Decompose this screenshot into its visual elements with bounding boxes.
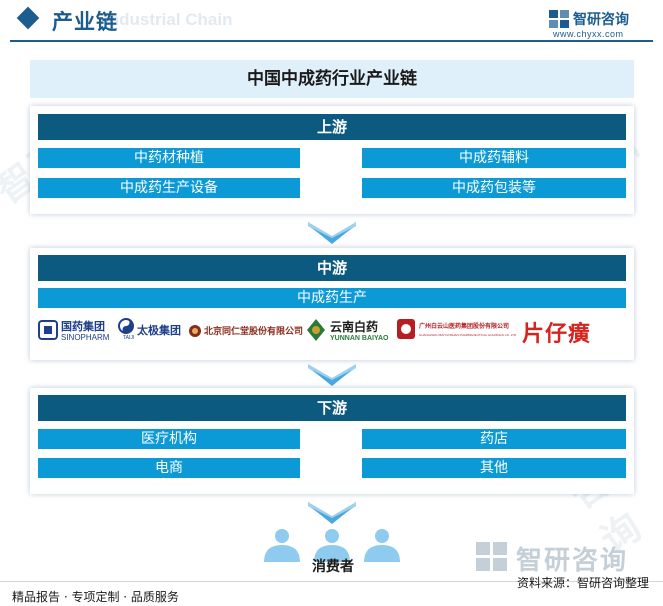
- yunnan-baiyao-mark-icon: [307, 319, 325, 341]
- header-ghost-text: Industrial Chain: [104, 10, 233, 29]
- page-header: Industrial Chain 产业链 智研咨询 www.chyxx.com: [0, 0, 663, 44]
- sinopharm-cn: 国药集团: [61, 320, 105, 333]
- yunnan-baiyao-logo: 云南白药 YUNNAN BAIYAO: [306, 318, 392, 350]
- upstream-item: 中成药包装等: [362, 178, 626, 198]
- company-logos: 国药集团 SINOPHARM TAIJI 太极集团 北京同仁堂股份有限公司: [38, 314, 626, 354]
- upstream-item: 中成药辅料: [362, 148, 626, 168]
- consumers-icon: [264, 529, 400, 562]
- footer-source: 资料来源：智研咨询整理: [516, 576, 649, 590]
- flow-arrow-icon: [308, 502, 356, 524]
- flow-arrow-icon: [308, 222, 356, 244]
- consumers-label: 消费者: [312, 559, 354, 575]
- footer-divider: [0, 581, 663, 582]
- downstream-item: 其他: [362, 458, 626, 478]
- brand-name: 智研咨询: [573, 12, 629, 28]
- midstream-item: 中成药生产: [38, 288, 626, 308]
- footer-slogan: 精品报告 · 专项定制 · 品质服务: [12, 590, 179, 604]
- baiyunshan-en: GUANGZHOU BAIYUNSHAN PHARMACEUTICAL HOLD…: [419, 333, 517, 337]
- watermark-brand-text: 智研咨询: [516, 546, 629, 576]
- baiyunshan-logo: 广州白云山医药集团股份有限公司 GUANGZHOU BAIYUNSHAN PHA…: [396, 318, 516, 350]
- upstream-panel: 上游 中药材种植 中成药辅料 中成药生产设备 中成药包装等: [30, 106, 634, 214]
- brand-url: www.chyxx.com: [553, 29, 624, 39]
- sinopharm-en: SINOPHARM: [61, 333, 110, 342]
- baiyunshan-cn: 广州白云山医药集团股份有限公司: [419, 323, 510, 330]
- downstream-item: 医疗机构: [38, 429, 300, 449]
- page-title: 产业链: [52, 10, 118, 34]
- header-divider: [10, 40, 653, 42]
- upstream-item: 中成药生产设备: [38, 178, 300, 198]
- tongrentang-logo: 北京同仁堂股份有限公司: [188, 318, 304, 350]
- upstream-header: 上游: [38, 114, 626, 140]
- brand-logo: 智研咨询 www.chyxx.com: [549, 8, 649, 40]
- downstream-header: 下游: [38, 395, 626, 421]
- taiji-mark-icon: [118, 318, 134, 334]
- chain-title: 中国中成药行业产业链: [30, 60, 634, 98]
- yunnan-baiyao-en: YUNNAN BAIYAO: [330, 335, 389, 342]
- diamond-icon: [16, 6, 40, 30]
- taiji-logo: TAIJI 太极集团: [118, 318, 184, 350]
- pianzaihuang-logo: 片仔癀: [522, 318, 622, 350]
- yunnan-baiyao-cn: 云南白药: [330, 320, 379, 334]
- downstream-item: 电商: [38, 458, 300, 478]
- tongrentang-mark-icon: [189, 325, 201, 337]
- pianzaihuang-cn: 片仔癀: [522, 321, 592, 347]
- watermark-brand: 智研咨询: [476, 540, 656, 576]
- taiji-cn: 太极集团: [137, 324, 181, 337]
- flow-arrow-icon: [308, 364, 356, 386]
- taiji-en: TAIJI: [123, 335, 135, 341]
- watermark-mark-icon: [476, 542, 507, 571]
- brand-mark-icon: [549, 10, 569, 28]
- downstream-item: 药店: [362, 429, 626, 449]
- sinopharm-logo: 国药集团 SINOPHARM: [38, 318, 114, 350]
- upstream-item: 中药材种植: [38, 148, 300, 168]
- midstream-header: 中游: [38, 255, 626, 281]
- midstream-panel: 中游 中成药生产 国药集团 SINOPHARM TAIJI 太极集团: [30, 248, 634, 360]
- baiyunshan-mark-icon: [397, 319, 415, 339]
- sinopharm-mark-icon: [38, 320, 58, 340]
- downstream-panel: 下游 医疗机构 药店 电商 其他: [30, 388, 634, 494]
- tongrentang-cn: 北京同仁堂股份有限公司: [204, 327, 304, 337]
